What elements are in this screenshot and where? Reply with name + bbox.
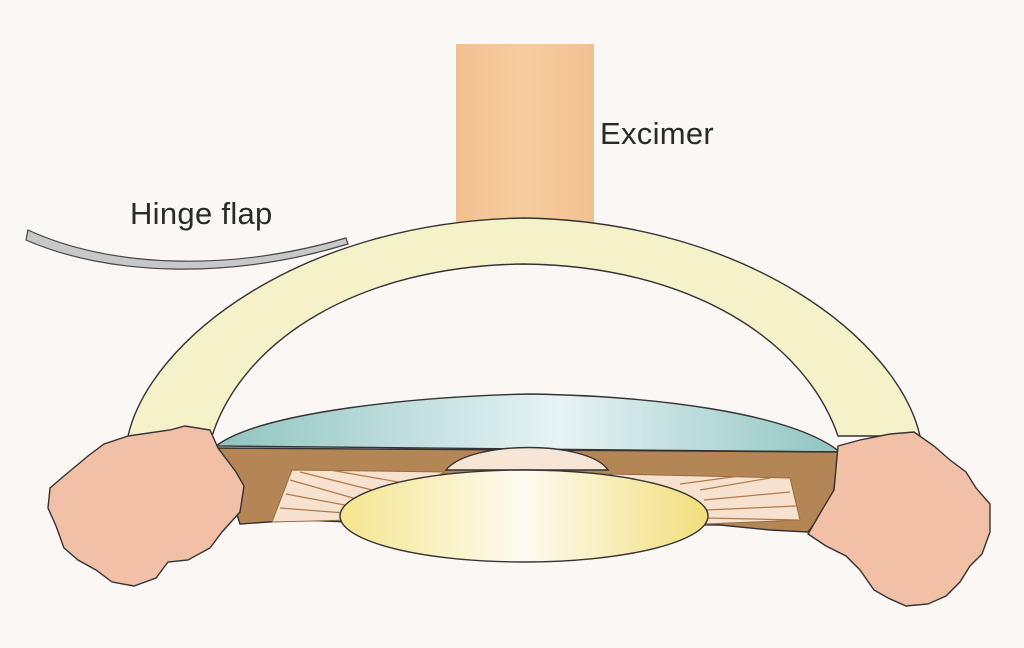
zonule-fibers-right <box>679 475 799 521</box>
ciliary-body-right <box>807 431 991 607</box>
label-excimer: Excimer <box>600 116 714 151</box>
aqueous-layer <box>213 393 843 453</box>
zonule-fibers-left <box>279 469 411 514</box>
hinge-flap <box>25 229 349 270</box>
lens-bulge <box>444 446 610 471</box>
label-hinge-flap: Hinge flap <box>130 196 273 231</box>
excimer-beam <box>456 44 594 224</box>
ciliary-body-left <box>47 425 245 587</box>
lens <box>339 469 709 563</box>
